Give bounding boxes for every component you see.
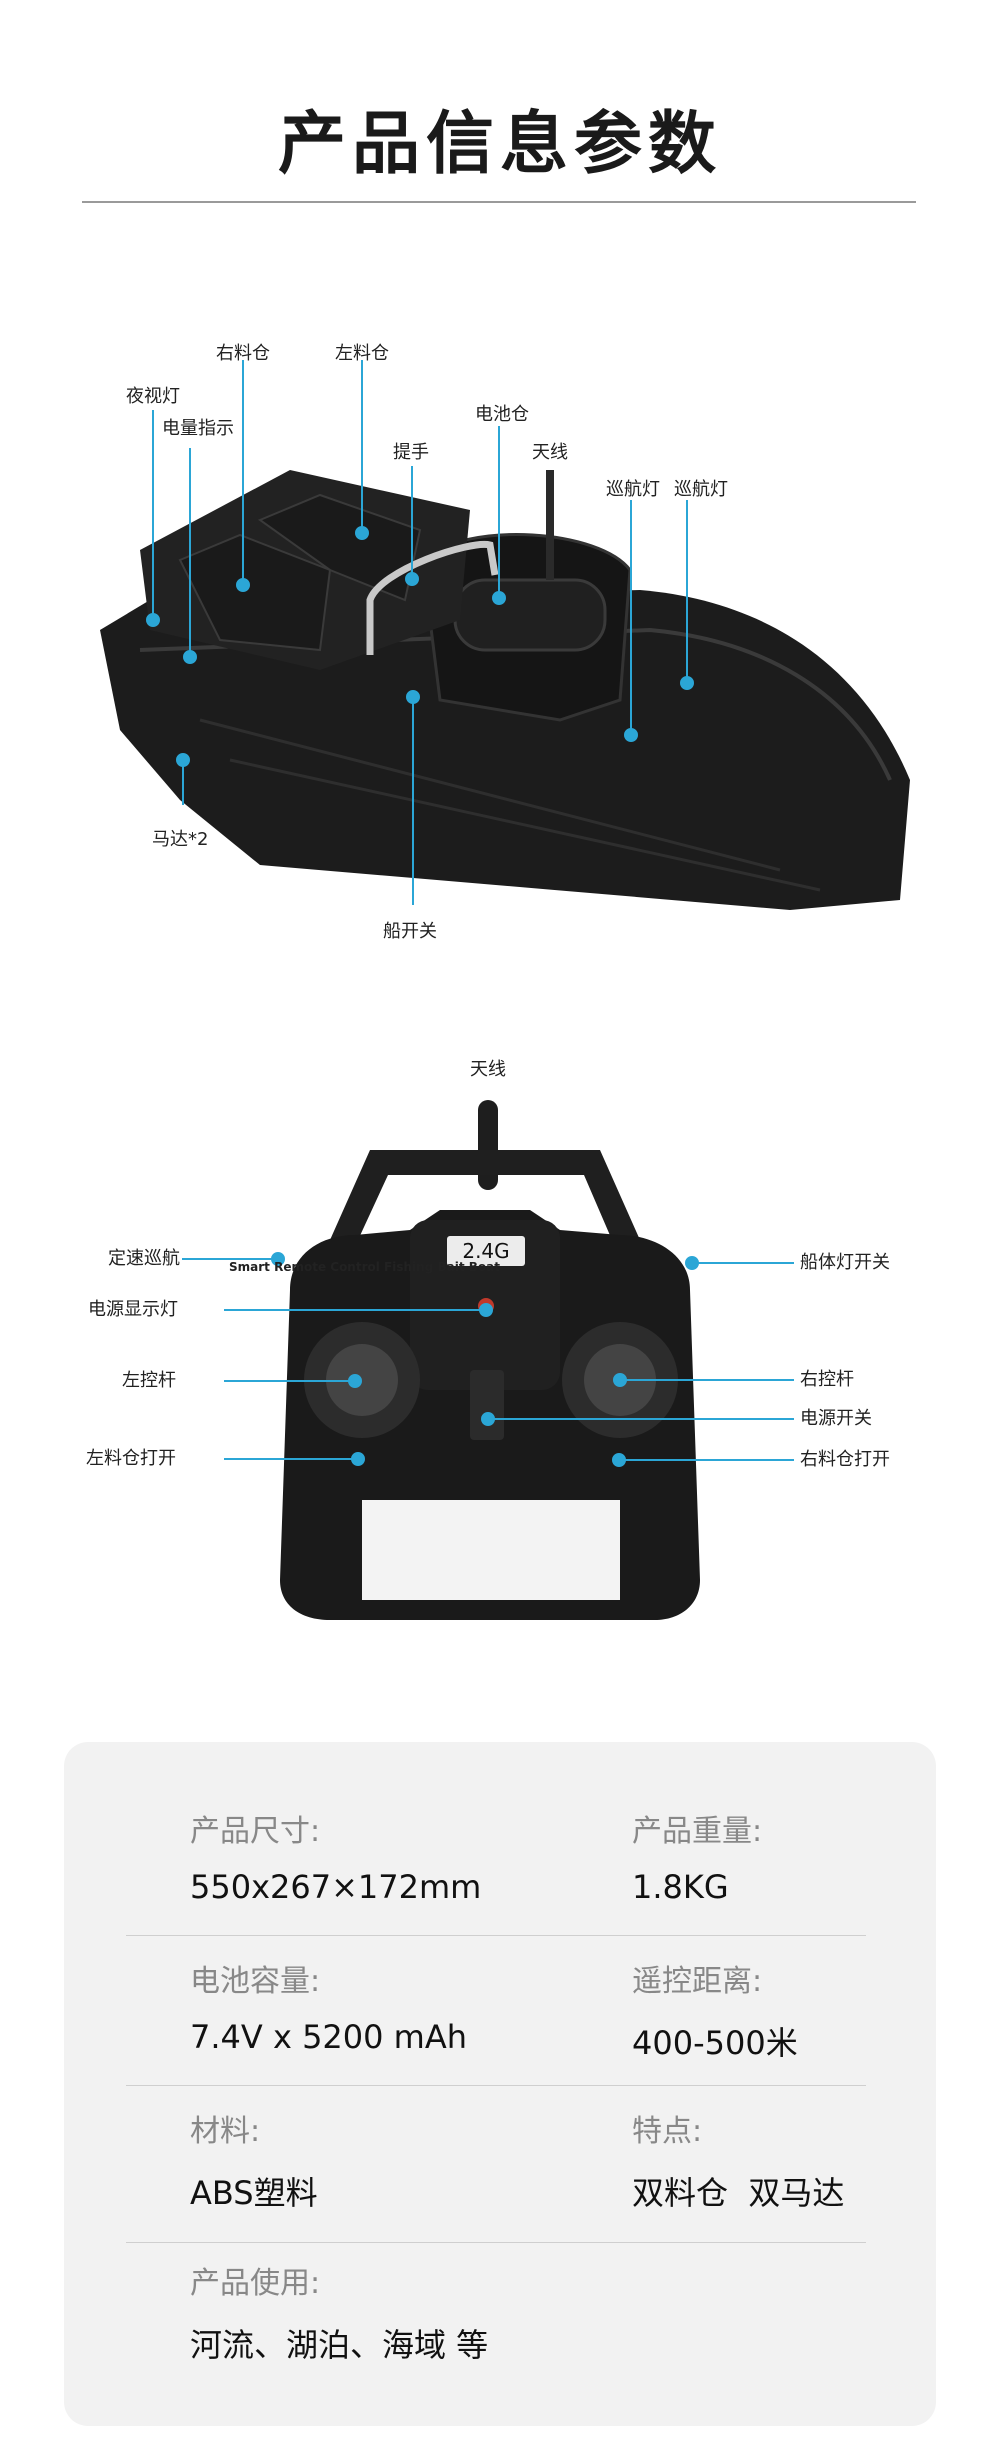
spec-divider — [126, 2242, 866, 2243]
spec-battery-value: 7.4V x 5200 mAh — [190, 2018, 468, 2056]
title-divider — [82, 201, 916, 203]
page-title: 产品信息参数 — [277, 105, 722, 184]
callout-handle: 提手 — [393, 442, 429, 463]
spec-range-value: 400-500米 — [632, 2024, 798, 2062]
callout-right-bin: 右料仓 — [216, 343, 270, 364]
spec-weight-value: 1.8KG — [632, 1868, 729, 1906]
spec-usage-label: 产品使用: — [190, 2266, 321, 2301]
callout-power-light: 电源显示灯 — [88, 1299, 178, 1320]
spec-material-label: 材料: — [190, 2114, 261, 2149]
callout-antenna: 天线 — [532, 442, 568, 463]
callout-cruise-light-2: 巡航灯 — [674, 479, 728, 500]
spec-card: 产品尺寸: 550x267×172mm 产品重量: 1.8KG 电池容量: 7.… — [64, 1742, 936, 2426]
boat-diagram: 右料仓 左料仓 夜视灯 电量指示 电池仓 提手 天线 巡航灯 巡航灯 马达*2 … — [0, 300, 1000, 980]
callout-power-switch: 电源开关 — [800, 1408, 872, 1429]
spec-size-value: 550x267×172mm — [190, 1868, 482, 1906]
callout-right-bin-open: 右料仓打开 — [800, 1449, 890, 1470]
remote-illustration — [182, 1100, 794, 1620]
spec-material-value: ABS塑料 — [190, 2174, 318, 2212]
spec-weight-label: 产品重量: — [632, 1814, 763, 1849]
remote-diagram: 天线 定速巡航 电源显示灯 左控杆 左料仓打开 船体灯开关 右控杆 电源开关 右… — [0, 1040, 1000, 1660]
spec-usage-value: 河流、湖泊、海域 等 — [190, 2326, 489, 2364]
spec-range-label: 遥控距离: — [632, 1964, 763, 1999]
callout-cruise-light-1: 巡航灯 — [606, 479, 660, 500]
boat-illustration — [100, 360, 910, 910]
callout-boat-switch: 船开关 — [383, 921, 437, 942]
remote-label: Smart Remote Control Fishing Bait Boat — [229, 1260, 500, 1274]
callout-cruise-speed: 定速巡航 — [108, 1248, 180, 1269]
callout-right-stick: 右控杆 — [800, 1369, 854, 1390]
spec-divider — [126, 1935, 866, 1936]
callout-left-stick: 左控杆 — [122, 1370, 176, 1391]
callout-left-bin: 左料仓 — [335, 343, 389, 364]
spec-divider — [126, 2085, 866, 2086]
callout-motor: 马达*2 — [152, 829, 209, 850]
spec-features-label: 特点: — [632, 2114, 703, 2149]
callout-battery-indicator: 电量指示 — [162, 418, 234, 439]
callout-battery-bay: 电池仓 — [475, 404, 529, 425]
spec-battery-label: 电池容量: — [190, 1964, 321, 1999]
spec-size-label: 产品尺寸: — [190, 1814, 321, 1849]
callout-night-light: 夜视灯 — [126, 386, 180, 407]
spec-features-value: 双料仓 双马达 — [632, 2174, 845, 2212]
callout-left-bin-open: 左料仓打开 — [86, 1448, 176, 1469]
callout-remote-antenna: 天线 — [470, 1059, 506, 1080]
frequency-badge: 2.4G — [462, 1239, 510, 1263]
callout-hull-light-switch: 船体灯开关 — [800, 1252, 890, 1273]
